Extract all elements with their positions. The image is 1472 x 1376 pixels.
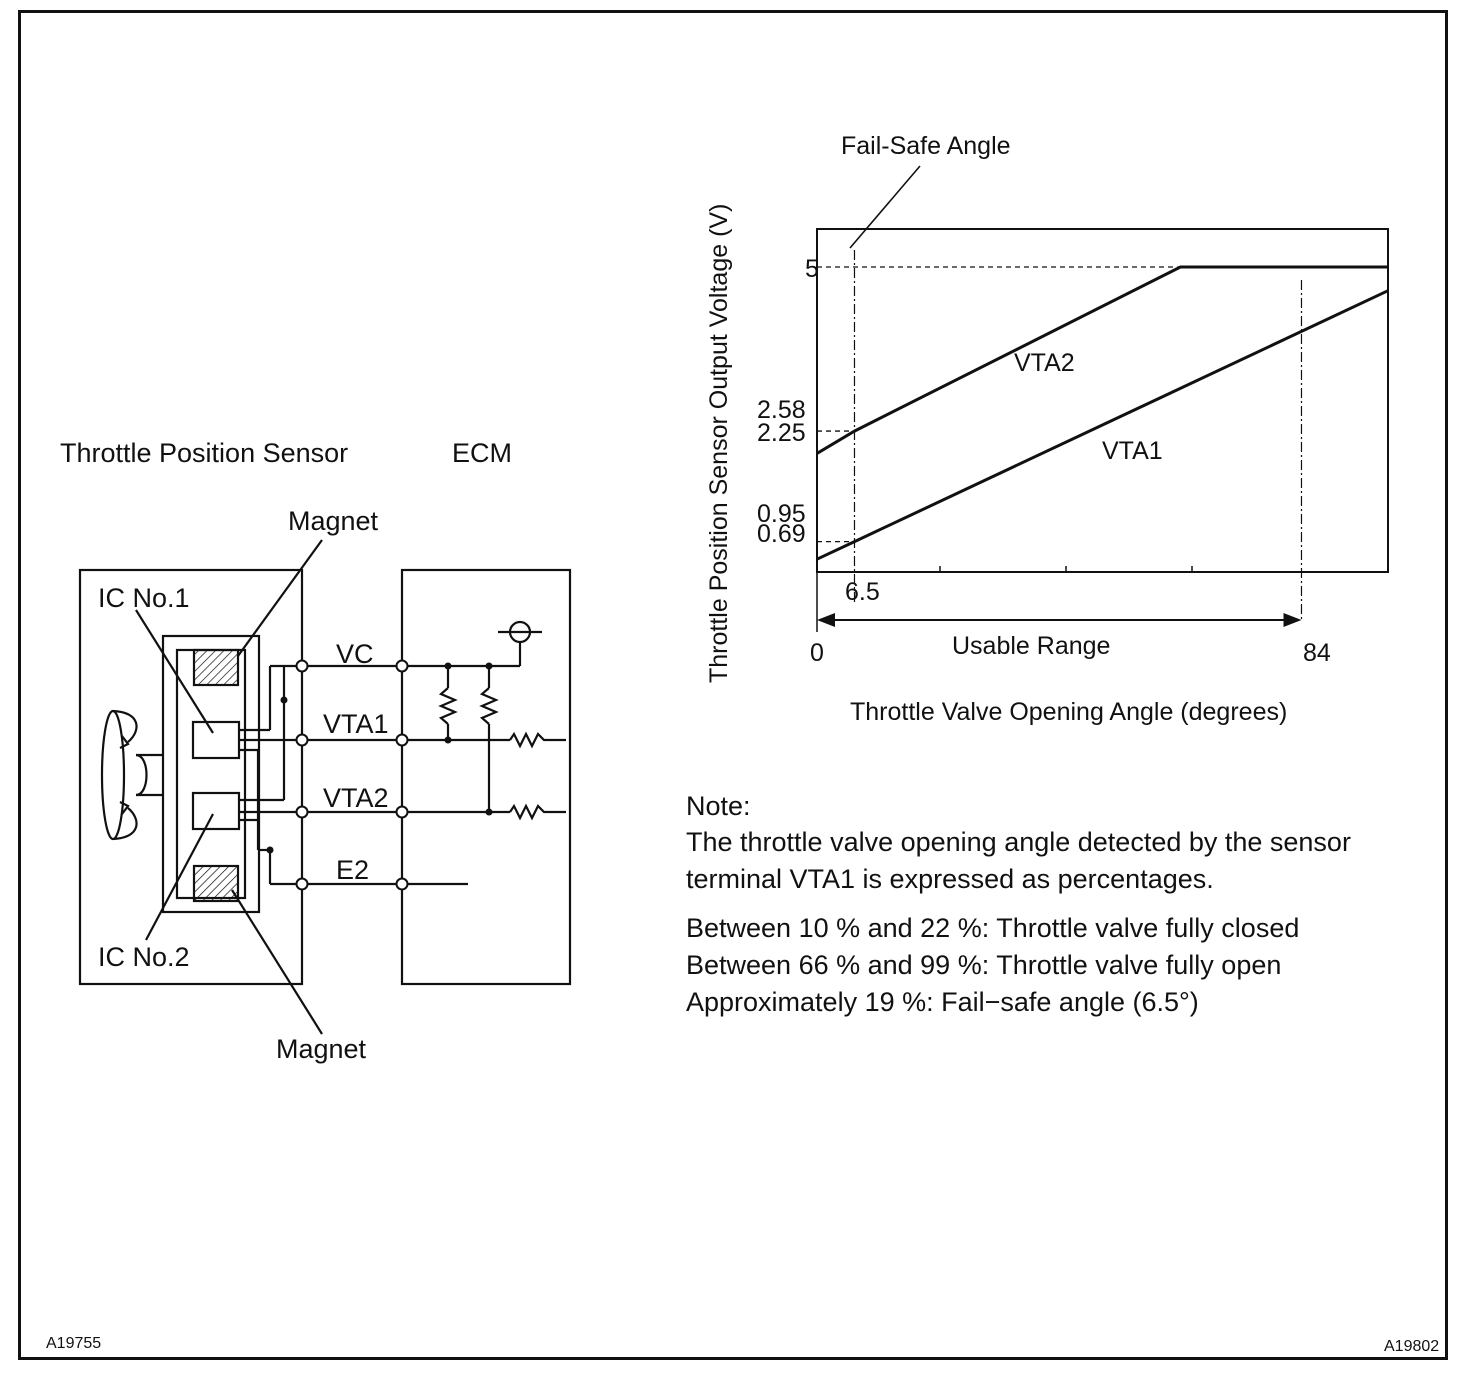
- x-axis-title: Throttle Valve Opening Angle (degrees): [850, 698, 1287, 726]
- ic2-label: IC No.2: [98, 942, 190, 972]
- x-tick-label: 0: [810, 639, 824, 667]
- figure-code-right: A19802: [1384, 1338, 1440, 1355]
- usable-range-label: Usable Range: [952, 632, 1110, 660]
- magnet-bottom-label: Magnet: [276, 1034, 367, 1064]
- note-heading: Note:: [686, 791, 751, 821]
- note-line: Between 66 % and 99 %: Throttle valve fu…: [686, 950, 1282, 980]
- x-tick-label: 84: [1303, 639, 1331, 667]
- ecm-title: ECM: [452, 438, 512, 468]
- figure-code-left: A19755: [46, 1335, 102, 1352]
- usable-range-arrowhead-left: [817, 613, 835, 627]
- note-line: Approximately 19 %: Fail−safe angle (6.5…: [686, 987, 1199, 1017]
- fail-safe-label: Fail-Safe Angle: [841, 132, 1011, 160]
- ecm-housing: [400, 568, 572, 986]
- note-line: terminal VTA1 is expressed as percentage…: [686, 864, 1214, 894]
- series-label-vta1: VTA1: [1102, 437, 1163, 465]
- y-tick-label: 5: [805, 255, 819, 283]
- series-vta2-line: [816, 265, 1388, 455]
- terminal-vc: VC: [336, 639, 374, 669]
- ic1-label: IC No.1: [98, 583, 190, 613]
- y-tick-label: 0.69: [757, 520, 806, 548]
- y-tick-label: 2.25: [757, 419, 806, 447]
- series-vta1-line: [816, 289, 1389, 561]
- terminal-vta1: VTA1: [323, 709, 389, 739]
- terminal-vta2: VTA2: [323, 783, 389, 813]
- figure-frame: [18, 10, 1448, 1360]
- magnet-top-label: Magnet: [288, 506, 379, 536]
- x-tick-label: 6.5: [845, 578, 880, 606]
- terminal-e2: E2: [336, 855, 370, 885]
- magnet-top-block: [192, 648, 240, 687]
- usable-range-arrowhead-right: [1283, 613, 1302, 627]
- plot-frame: [816, 228, 1389, 573]
- sensor-title: Throttle Position Sensor: [60, 438, 349, 468]
- series-label-vta2: VTA2: [1014, 349, 1075, 377]
- y-tick-label: 2.58: [757, 396, 806, 424]
- y-axis-title: Throttle Position Sensor Output Voltage …: [705, 204, 733, 683]
- fail-safe-leader: [849, 165, 921, 249]
- sensor-housing: [78, 568, 304, 986]
- note-line: Between 10 % and 22 %: Throttle valve fu…: [686, 913, 1300, 943]
- magnet-bottom-block: [192, 864, 240, 903]
- y-tick-label: 0.95: [757, 500, 806, 528]
- note-line: The throttle valve opening angle detecte…: [686, 827, 1351, 857]
